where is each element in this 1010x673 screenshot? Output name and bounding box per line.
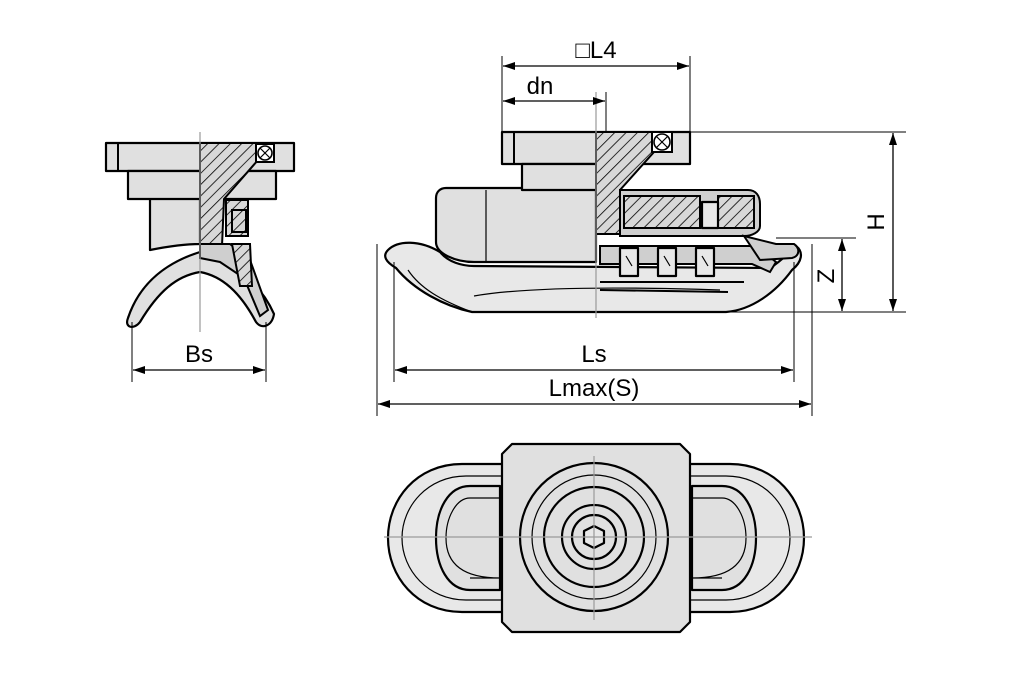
front-view-hub	[520, 162, 600, 192]
square-symbol: □	[575, 37, 590, 64]
z-label: Z	[813, 269, 840, 284]
oring-icon	[257, 145, 273, 161]
bs-label: Bs	[185, 341, 213, 368]
side-view: Bs	[104, 132, 296, 382]
front-view: □L4 dn H Z Ls Lmax(S)	[376, 37, 906, 416]
l4-label: □L4	[575, 37, 616, 64]
l4-text: L4	[590, 37, 617, 64]
ls-label: Ls	[581, 341, 606, 368]
side-view-body	[148, 196, 202, 252]
front-view-slide	[623, 195, 701, 229]
top-view	[384, 442, 812, 634]
h-label: H	[863, 213, 890, 230]
front-view-body	[434, 186, 598, 264]
oring-icon-front	[653, 133, 671, 151]
front-view-skirt	[384, 241, 802, 314]
lmax-label: Lmax(S)	[549, 375, 640, 402]
dn-label: dn	[527, 73, 554, 100]
